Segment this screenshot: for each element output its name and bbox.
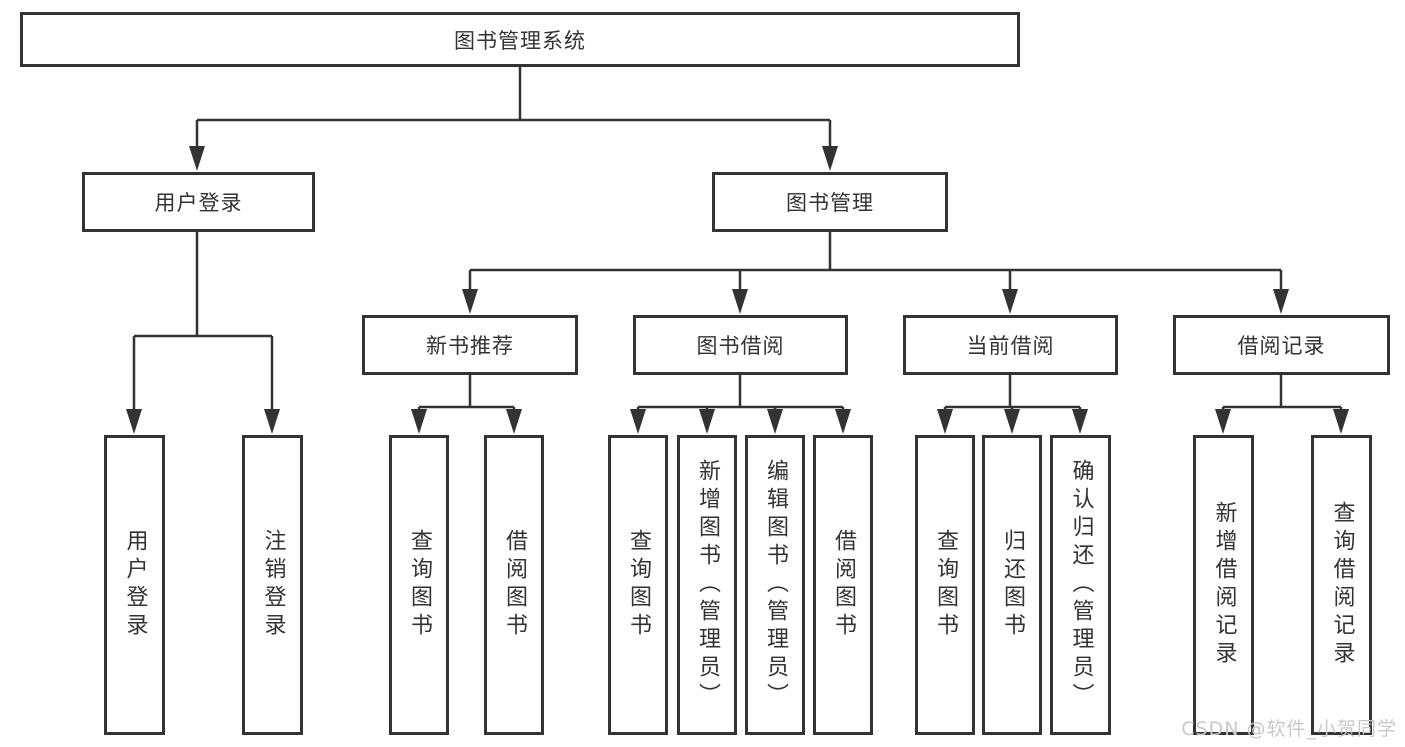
leaf-return-book-label: 归还图书 <box>1000 529 1025 641</box>
leaf-query-book-borrow: 查询图书 <box>608 435 668 735</box>
leaf-query-book-recommend: 查询图书 <box>389 435 449 735</box>
leaf-logout: 注销登录 <box>242 435 303 735</box>
leaf-query-borrow-record: 查询借阅记录 <box>1311 435 1372 735</box>
leaf-return-book: 归还图书 <box>982 435 1042 735</box>
leaf-confirm-return: 确认归还（管理员） <box>1050 435 1111 735</box>
leaf-edit-book: 编辑图书（管理员） <box>745 435 805 735</box>
leaf-query-book-borrow-label: 查询图书 <box>626 529 651 641</box>
leaf-logout-label: 注销登录 <box>260 529 286 641</box>
leaf-borrow-book-recommend: 借阅图书 <box>484 435 544 735</box>
leaf-add-borrow-record: 新增借阅记录 <box>1193 435 1254 735</box>
leaf-borrow-book: 借阅图书 <box>813 435 873 735</box>
leaf-add-borrow-record-label: 新增借阅记录 <box>1211 501 1237 669</box>
leaf-user-login: 用户登录 <box>104 435 165 735</box>
leaf-query-book-current: 查询图书 <box>915 435 975 735</box>
watermark: CSDN @软件_小贺同学 <box>1181 718 1397 740</box>
leaf-query-book-current-label: 查询图书 <box>933 529 958 641</box>
node-new-book-recommend: 新书推荐 <box>362 315 578 375</box>
leaf-borrow-book-recommend-label: 借阅图书 <box>502 529 527 641</box>
node-book-management: 图书管理 <box>712 172 948 232</box>
leaf-query-borrow-record-label: 查询借阅记录 <box>1329 501 1355 669</box>
leaf-confirm-return-label: 确认归还（管理员） <box>1068 459 1094 711</box>
node-borrow-record: 借阅记录 <box>1173 315 1390 375</box>
node-user-login: 用户登录 <box>82 172 315 232</box>
leaf-borrow-book-label: 借阅图书 <box>831 529 856 641</box>
node-book-borrow: 图书借阅 <box>633 315 848 375</box>
leaf-query-book-recommend-label: 查询图书 <box>407 529 432 641</box>
node-root: 图书管理系统 <box>20 12 1020 67</box>
node-current-borrow: 当前借阅 <box>903 315 1118 375</box>
leaf-add-book: 新增图书（管理员） <box>677 435 737 735</box>
leaf-add-book-label: 新增图书（管理员） <box>695 459 720 711</box>
leaf-edit-book-label: 编辑图书（管理员） <box>763 459 788 711</box>
leaf-user-login-label: 用户登录 <box>122 529 148 641</box>
